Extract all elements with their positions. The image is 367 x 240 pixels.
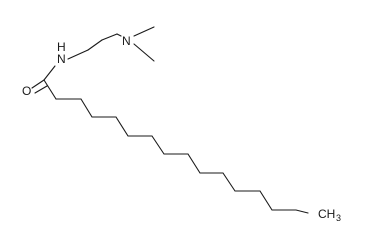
alkyl-chain (55, 98, 309, 214)
bond-carbonyl-o-double (34, 85, 48, 94)
terminal-methyl-subscript: 3 (336, 213, 341, 223)
bond-namine-methyl-up (133, 26, 155, 37)
bond-ch2-namine (116, 33, 122, 37)
bond-nh-ch2 (67, 49, 89, 60)
bond-carbonyl-chain (43, 79, 57, 100)
amide-n-label: N (57, 52, 66, 66)
bond-namine-methyl-down (133, 43, 155, 62)
bond-carbonyl-o (31, 79, 45, 89)
bond-nh-carbonyl (43, 65, 56, 81)
carbonyl-o-label: O (22, 84, 31, 98)
bond-ch2-ch2b (101, 33, 118, 41)
bond-ch2-ch2 (87, 39, 103, 51)
amide-h-label: H (57, 40, 66, 54)
terminal-methyl-label: CH (318, 207, 335, 221)
amine-n-label: N (122, 34, 131, 48)
